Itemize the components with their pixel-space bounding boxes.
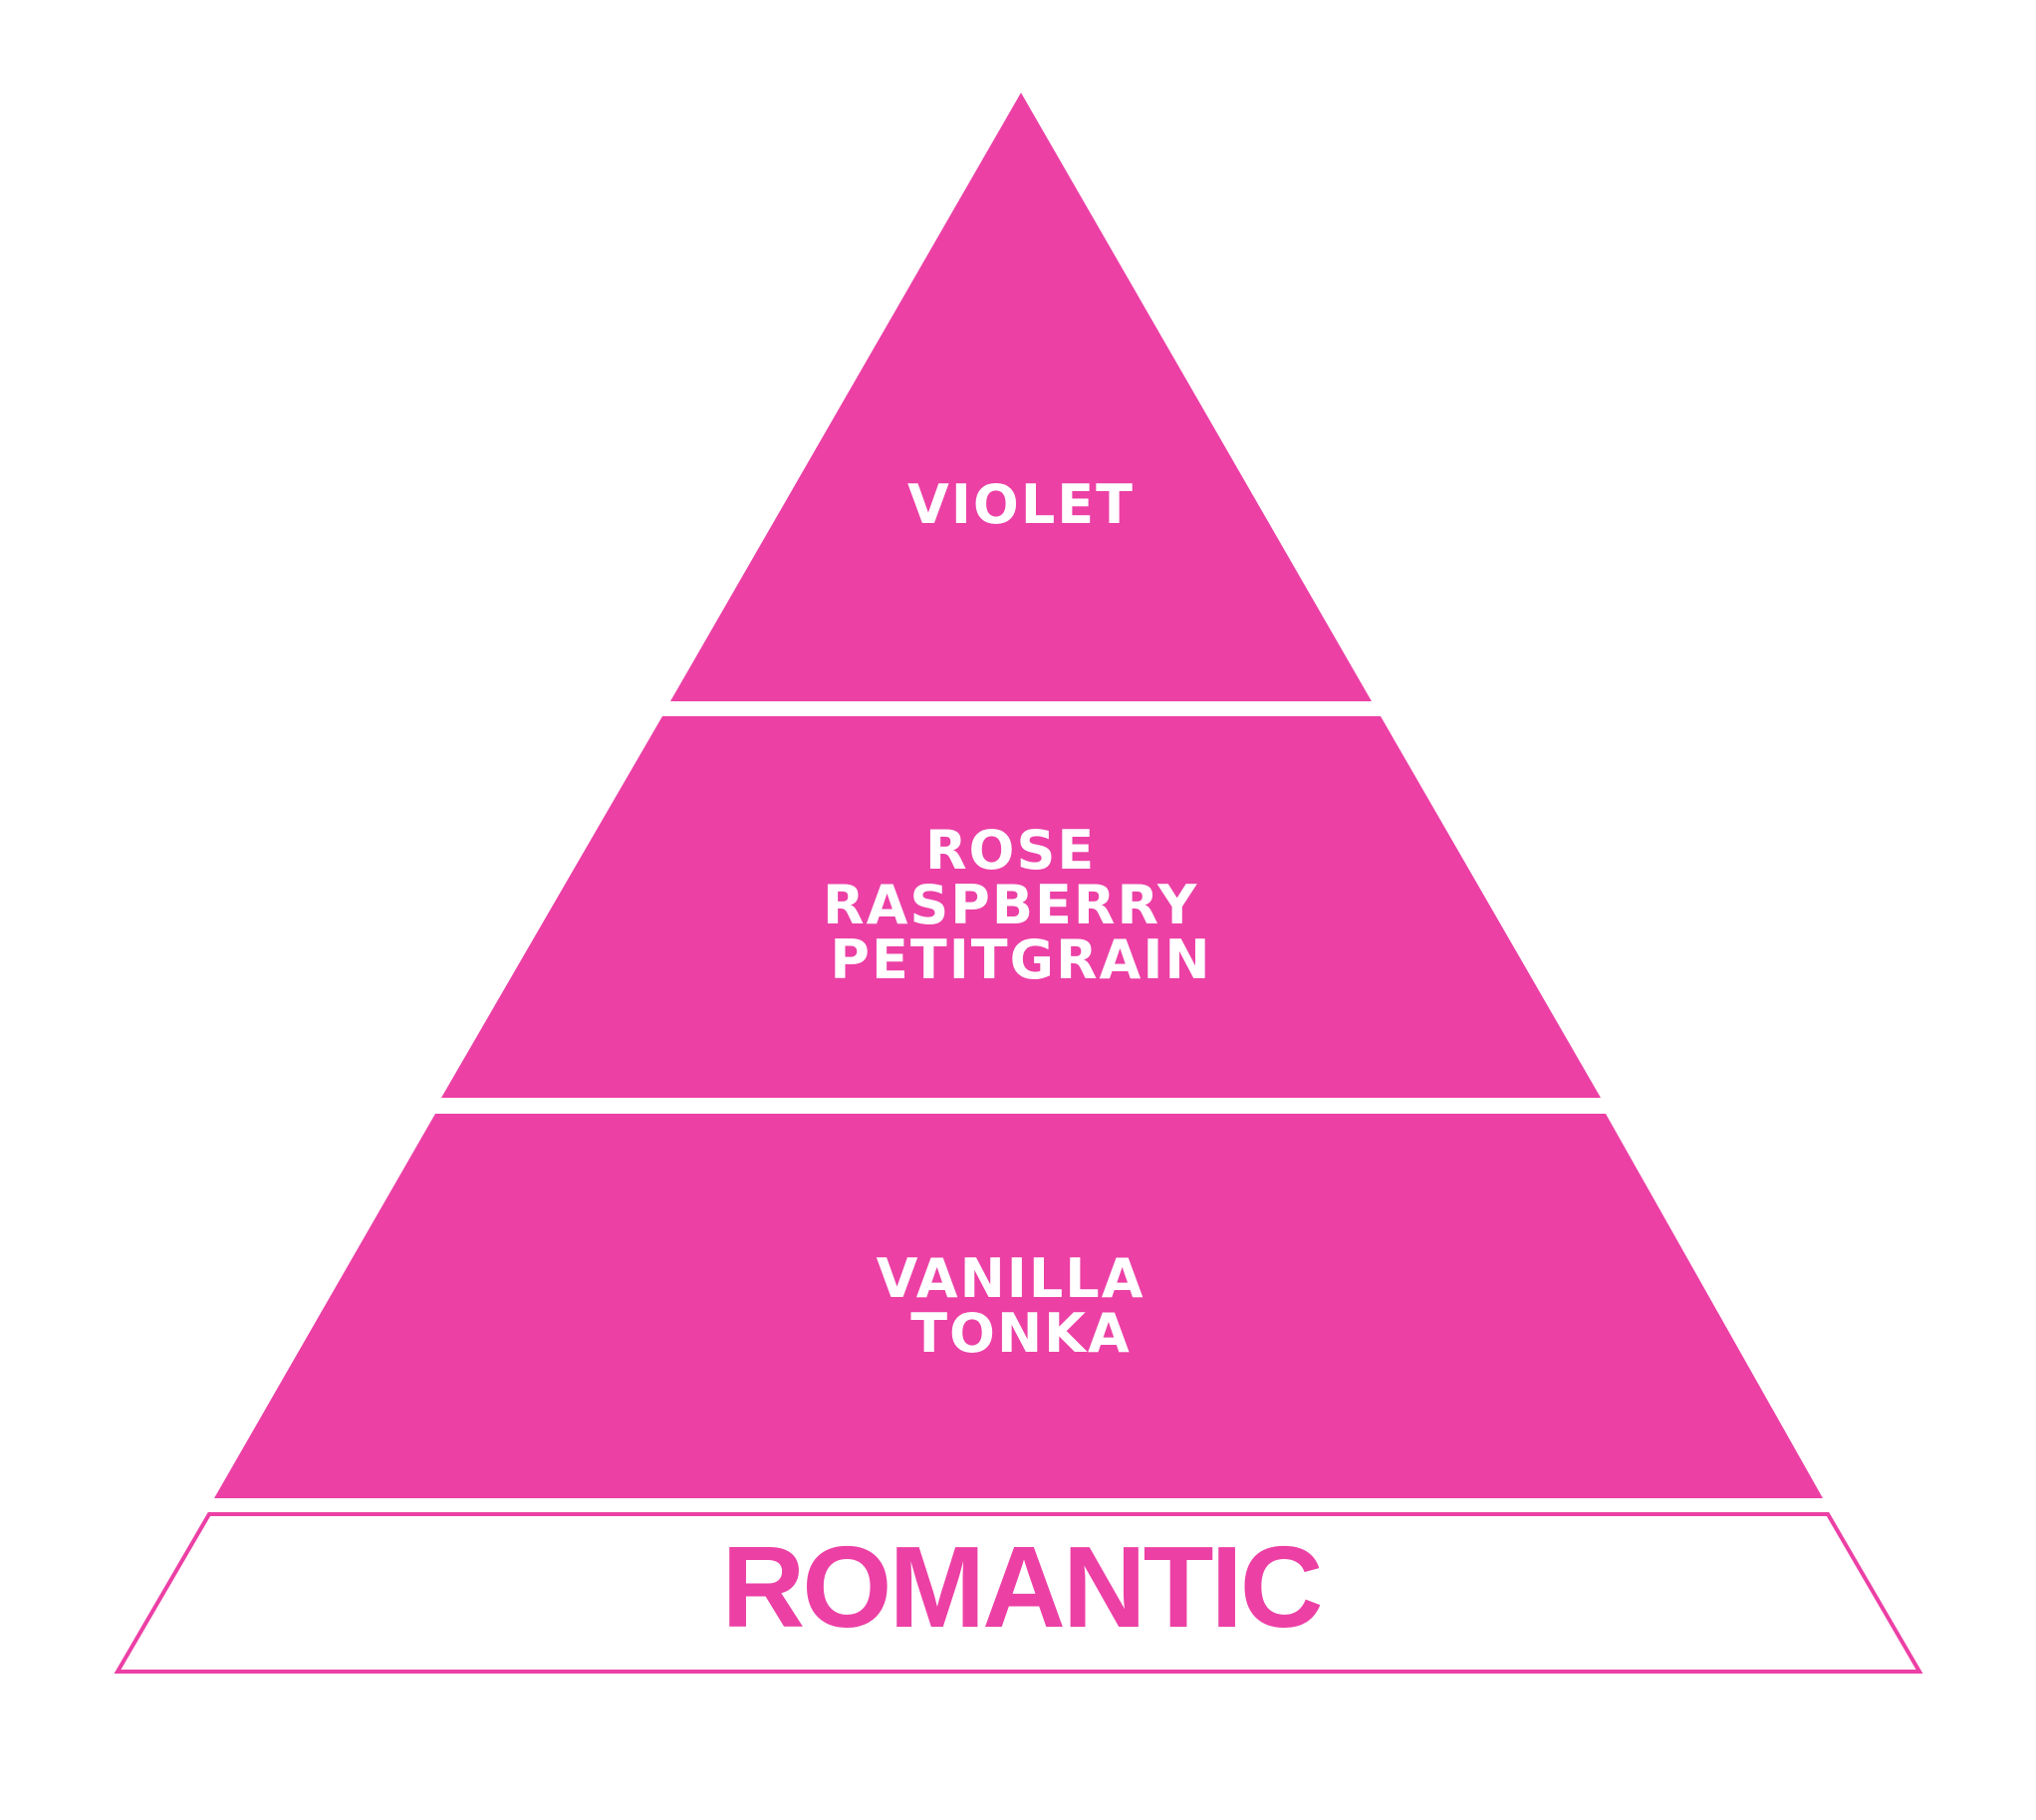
pyramid-base-outline: [114, 1512, 1923, 1674]
pyramid-tier-top-shape: [670, 93, 1372, 701]
pyramid-tier-bottom: VANILLA TONKA: [214, 1114, 1823, 1498]
top-note-1: VIOLET: [907, 473, 1135, 536]
heart-notes-label: ROSE RASPBERRY PETITGRAIN: [823, 819, 1219, 991]
base-note-1: VANILLA: [877, 1247, 1145, 1310]
heart-note-3: PETITGRAIN: [830, 928, 1211, 991]
heart-note-1: ROSE: [925, 819, 1096, 882]
pyramid-tier-bottom-shape: [214, 1114, 1823, 1498]
pyramid-tier-top: VIOLET: [670, 93, 1372, 701]
top-note-label: VIOLET: [907, 473, 1135, 536]
pyramid-base-band: ROMANTIC: [114, 1512, 1923, 1674]
fragrance-family-label: ROMANTIC: [721, 1522, 1320, 1652]
heart-note-2: RASPBERRY: [823, 874, 1198, 936]
base-notes-label: VANILLA TONKA: [877, 1247, 1166, 1365]
pyramid-tier-middle: ROSE RASPBERRY PETITGRAIN: [441, 716, 1601, 1098]
base-note-2: TONKA: [910, 1302, 1132, 1365]
pyramid-tier-middle-shape: [441, 716, 1601, 1098]
